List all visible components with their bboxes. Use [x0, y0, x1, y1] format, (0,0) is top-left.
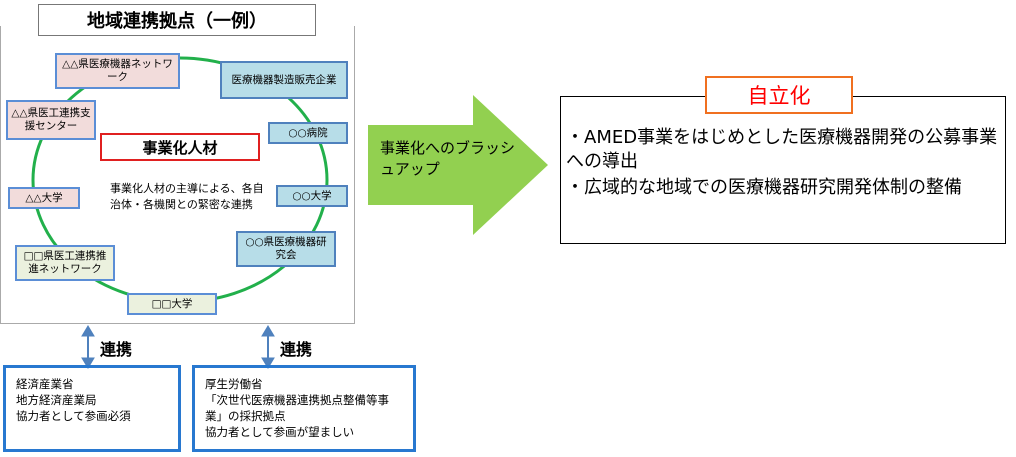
node-university-sq: □□大学: [127, 293, 217, 315]
meti-line: 経済産業省: [16, 377, 74, 391]
link-label-right: 連携: [280, 340, 313, 359]
outcome-list: ・AMED事業をはじめとした医療機器開発の公募事業への導出 ・広域的な地域での医…: [566, 126, 1006, 202]
mhlw-box: 厚生労働省 「次世代医療機器連携拠点整備等事業」の採択拠点 協力者として参画が望…: [192, 365, 416, 452]
center-label: 事業化人材: [100, 133, 260, 161]
link-arrow-left: [81, 325, 95, 369]
node-support-center: △△県医工連携支援センター: [6, 100, 96, 140]
node-university-oo: ○○大学: [276, 185, 348, 207]
meti-line: 地方経済産業局: [16, 393, 97, 407]
brushup-arrow-label: 事業化へのブラッシュアップ: [380, 139, 516, 178]
outcome-item: ・広域的な地域での医療機器研究開発体制の整備: [566, 177, 962, 198]
link-arrow-right: [261, 325, 275, 369]
mhlw-line: 厚生労働省: [205, 377, 263, 391]
mhlw-line: 協力者として参画が望ましい: [205, 425, 355, 439]
node-research-society: ○○県医療機器研究会: [236, 231, 336, 267]
outcome-title: 自立化: [705, 76, 853, 114]
meti-line: 協力者として参画必須: [16, 409, 131, 423]
link-label-left: 連携: [100, 340, 133, 359]
node-promotion-network: □□県医工連携推進ネットワーク: [15, 245, 115, 281]
brushup-arrow: [368, 95, 548, 235]
node-hospital: ○○病院: [268, 122, 348, 144]
node-prefecture-network: △△県医療機器ネットワーク: [55, 53, 180, 89]
meti-box: 経済産業省 地方経済産業局 協力者として参画必須: [3, 365, 181, 452]
outcome-item: ・AMED事業をはじめとした医療機器開発の公募事業への導出: [566, 127, 998, 172]
hub-title: 地域連携拠点（一例）: [38, 4, 316, 36]
node-device-company: 医療機器製造販売企業: [220, 61, 348, 99]
node-university-tri: △△大学: [8, 187, 80, 209]
center-description: 事業化人材の主導による、各自治体・各機関との緊密な連携: [110, 182, 264, 211]
mhlw-line: 「次世代医療機器連携拠点整備等事業」の採択拠点: [205, 393, 389, 423]
